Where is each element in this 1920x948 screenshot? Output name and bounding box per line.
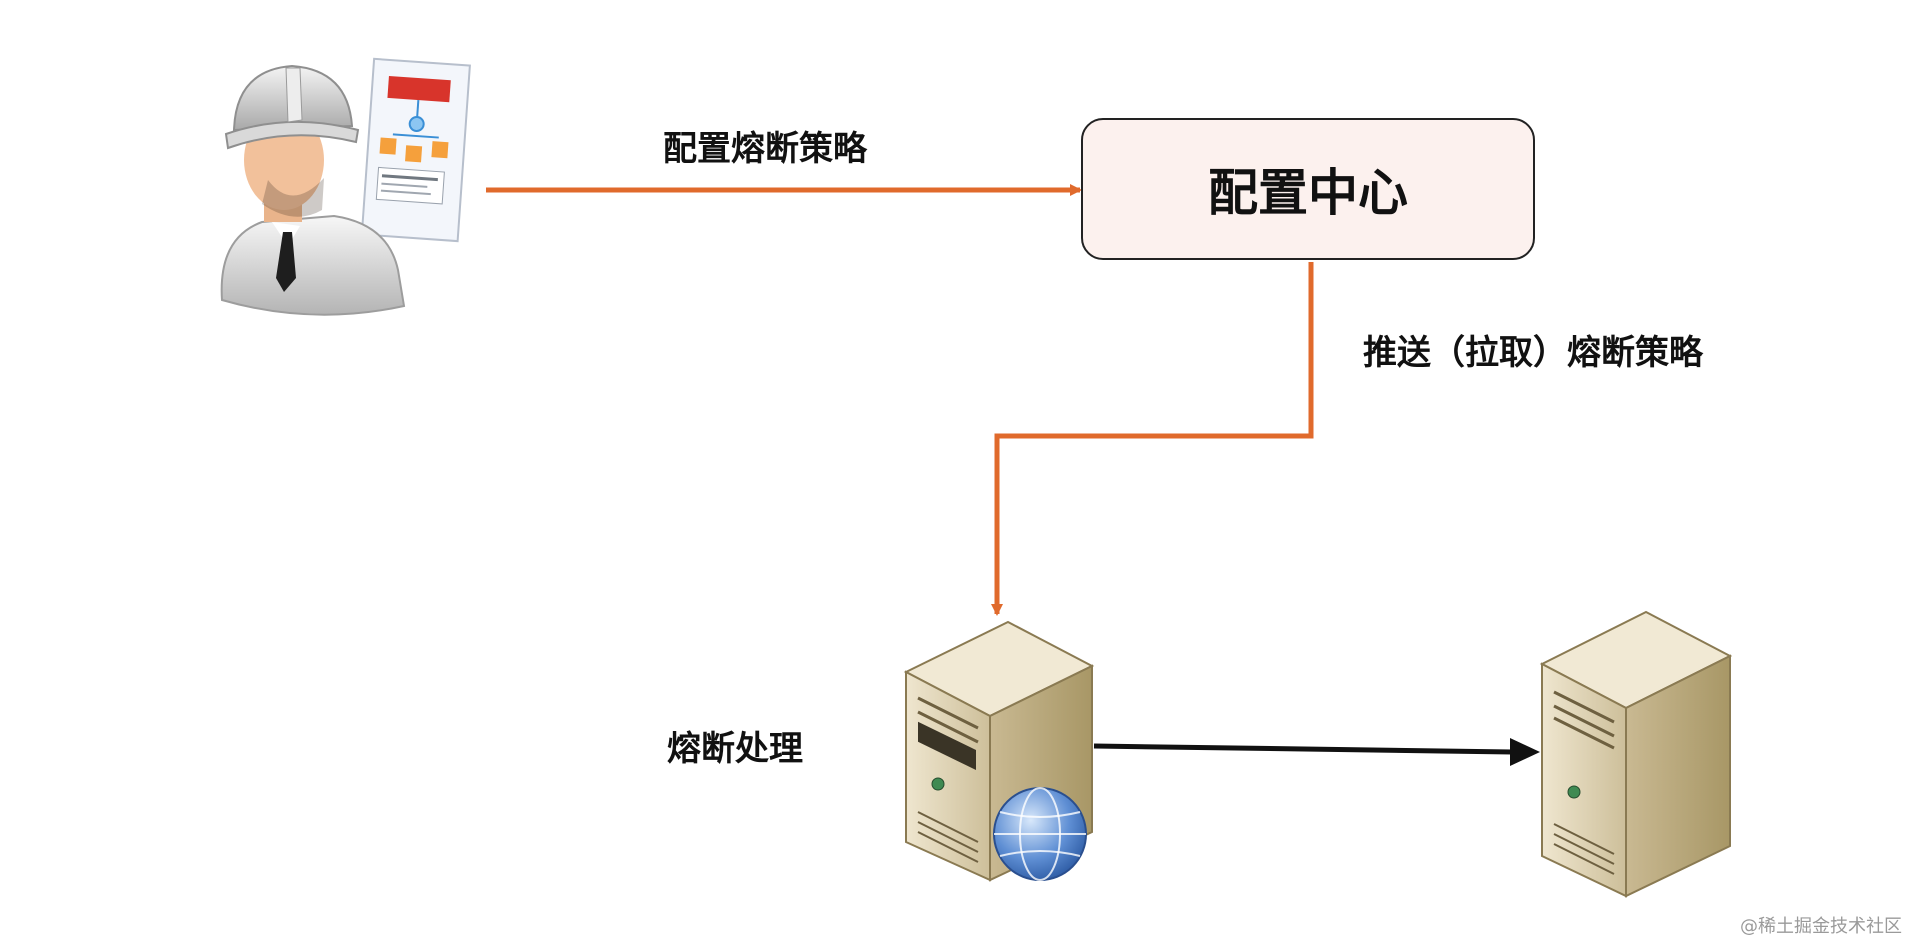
configure-edge-label: 配置熔断策略 [663,129,867,169]
config-center-label: 配置中心 [1208,164,1408,222]
server-icon [1539,610,1733,898]
config-center-node: 配置中心 [1081,118,1535,260]
call-arrow [1093,743,1513,755]
engineer-with-document-icon [220,57,471,316]
push-pull-arrow [991,262,1314,616]
watermark: @稀土掘金技术社区 [1740,916,1902,937]
push-pull-edge-label: 推送（拉取）熔断策略 [1363,333,1703,373]
server-with-globe-icon [903,620,1095,882]
circuit-handling-label: 熔断处理 [667,729,803,769]
